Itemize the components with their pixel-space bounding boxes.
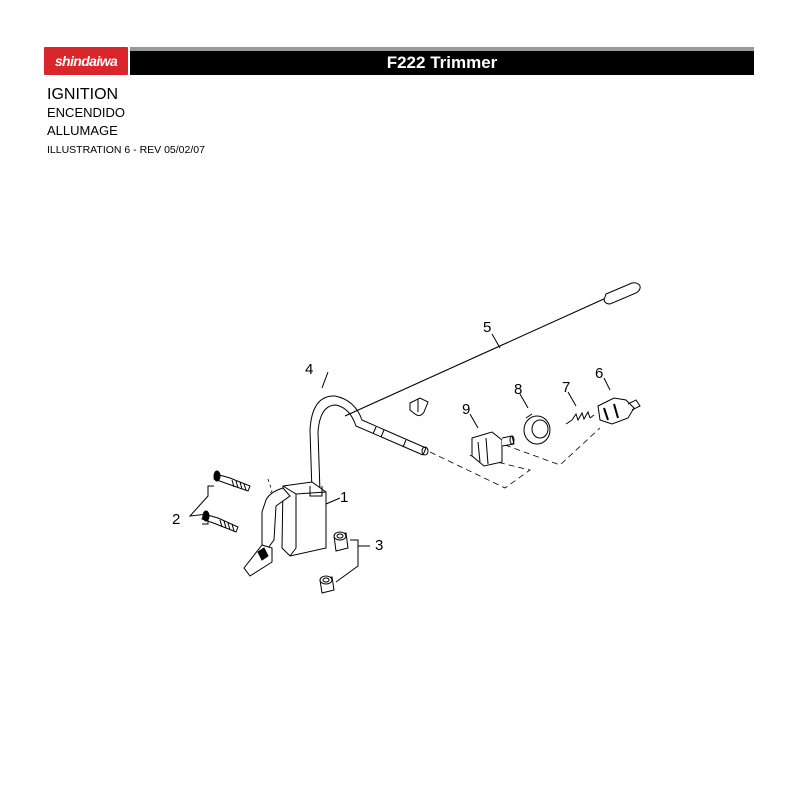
header: shindaiwa F222 Trimmer	[44, 47, 754, 75]
leader-8	[519, 393, 529, 409]
callout-2: 2	[172, 511, 180, 528]
section-titles: IGNITION ENCENDIDO ALLUMAGE ILLUSTRATION…	[47, 85, 205, 158]
illustration-reference: ILLUSTRATION 6 - REV 05/02/07	[47, 144, 205, 156]
section-title-en: IGNITION	[47, 86, 119, 103]
leader-7	[567, 391, 577, 407]
section-title-es: ENCENDIDO	[47, 105, 126, 120]
leader-2	[188, 485, 214, 525]
leader-5	[491, 333, 501, 349]
part-3-spacers	[319, 531, 349, 594]
part-1-ignition-coil	[243, 481, 327, 577]
part-4-ignition-cable	[309, 395, 429, 493]
leader-9	[469, 413, 479, 429]
leader-3	[335, 539, 370, 583]
part-5-lead-wire	[344, 282, 641, 417]
leader-6	[603, 377, 611, 391]
model-title: F222 Trimmer	[386, 53, 498, 72]
title-bar-accent	[130, 47, 754, 51]
callout-3: 3	[375, 537, 383, 554]
part-6-terminal	[597, 397, 641, 425]
callout-1: 1	[340, 489, 348, 506]
callout-8: 8	[514, 381, 522, 398]
callout-5: 5	[483, 319, 491, 336]
shindaiwa-logo: shindaiwa	[44, 47, 128, 75]
callout-6: 6	[595, 365, 603, 382]
section-title-fr: ALLUMAGE	[47, 123, 118, 138]
title-bar: F222 Trimmer	[130, 47, 754, 75]
leader-1	[325, 497, 341, 505]
callout-9: 9	[462, 401, 470, 418]
brand-name: shindaiwa	[54, 53, 118, 69]
callout-7: 7	[562, 379, 570, 396]
part-2-screws	[201, 470, 251, 533]
part-7-spring	[565, 410, 595, 425]
callout-4: 4	[305, 361, 313, 378]
part-9-plug-cap	[471, 431, 515, 467]
leader-4	[321, 371, 329, 389]
part-8-grommet	[523, 413, 551, 445]
title-bar-main: F222 Trimmer	[130, 51, 754, 75]
